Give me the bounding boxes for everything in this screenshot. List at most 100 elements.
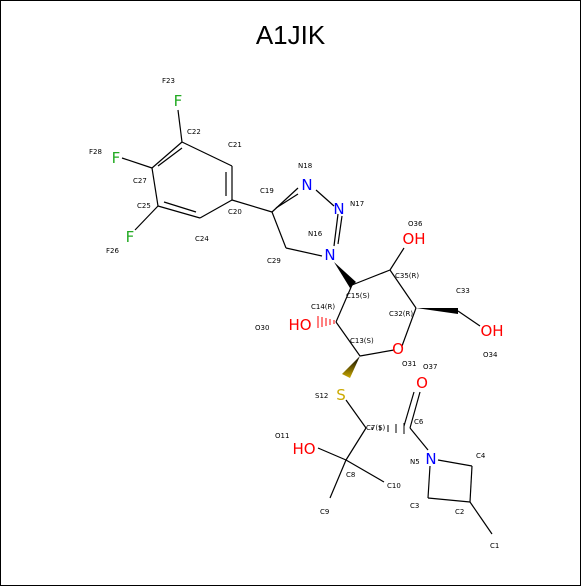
atom-n5-symbol: N bbox=[425, 450, 436, 468]
label-c8: C8 bbox=[346, 471, 355, 479]
label-n17: N17 bbox=[350, 200, 364, 208]
bond-c8-o11 bbox=[317, 447, 347, 461]
bond-c14-c15 bbox=[335, 284, 353, 323]
label-c6: C6 bbox=[414, 418, 424, 426]
bond-c35-c32 bbox=[389, 269, 417, 309]
label-n18: N18 bbox=[298, 162, 312, 170]
label-c10: C10 bbox=[387, 482, 401, 490]
label-o11: O11 bbox=[275, 432, 289, 440]
bond-c4-c2 bbox=[469, 465, 473, 503]
atom-f23-symbol: F bbox=[174, 92, 183, 110]
hash-c14-o30 bbox=[317, 316, 335, 328]
bond-n17-n16 bbox=[333, 213, 339, 247]
label-c9: C9 bbox=[320, 508, 329, 516]
label-c14: C14(R) bbox=[311, 303, 335, 311]
atom-o-carbonyl-symbol: O bbox=[416, 374, 428, 392]
bond-o31-c13 bbox=[359, 349, 395, 357]
atom-n16-symbol: N bbox=[324, 246, 335, 264]
molecule-title: A1JIK bbox=[255, 20, 326, 50]
bond-c29-c20 bbox=[271, 211, 287, 249]
label-c20: C20 bbox=[228, 208, 242, 216]
atom-n18-symbol: N bbox=[301, 176, 312, 194]
label-c32: C32(R) bbox=[389, 310, 413, 318]
pyranose-ring bbox=[335, 269, 417, 357]
label-c15: C15(S) bbox=[346, 292, 370, 300]
bond-c2-c3 bbox=[427, 497, 471, 503]
label-n5: N5 bbox=[410, 458, 420, 466]
label-c3: C3 bbox=[410, 502, 419, 510]
bond-c6-o-inner bbox=[403, 391, 415, 427]
wedge-c13-s12 bbox=[342, 356, 360, 378]
atom-o36-symbol: OH bbox=[402, 230, 425, 248]
label-c27: C27 bbox=[133, 177, 147, 185]
bond-c27-f28 bbox=[121, 157, 153, 169]
label-o34: O34 bbox=[483, 351, 498, 359]
bond-c33-o34 bbox=[457, 310, 481, 327]
label-c7: C7(S) bbox=[366, 424, 386, 432]
bond-c35-o36 bbox=[389, 247, 405, 271]
label-c13: C13(S) bbox=[350, 337, 374, 345]
label-c4: C4 bbox=[476, 452, 486, 460]
bond-c8-c9 bbox=[329, 459, 347, 499]
bond-c20-n18 bbox=[271, 187, 299, 213]
bond-c24-c25-inner bbox=[163, 201, 197, 213]
label-c19: C19 bbox=[260, 187, 274, 195]
bond-s12-c7 bbox=[345, 399, 367, 429]
atom-o11-symbol: HO bbox=[292, 440, 315, 458]
bond-c32-o31 bbox=[401, 307, 417, 347]
label-o37: O37 bbox=[423, 363, 437, 371]
bond-n18-n17 bbox=[315, 189, 335, 207]
bond-c24-c25 bbox=[157, 205, 201, 219]
label-o30: O30 bbox=[255, 324, 269, 332]
bond-c6-n5 bbox=[409, 427, 429, 451]
bond-n5-c4 bbox=[437, 459, 473, 467]
bond-c15-c35 bbox=[351, 269, 391, 286]
azetidine-ring bbox=[427, 459, 473, 503]
label-c33: C33 bbox=[456, 287, 470, 295]
triazole-ring bbox=[271, 187, 343, 257]
label-c29: C29 bbox=[267, 257, 281, 265]
bond-c2-c1 bbox=[469, 501, 493, 535]
benzene-ring bbox=[151, 141, 233, 219]
bond-c22-c21 bbox=[181, 141, 233, 167]
bond-c3-n5 bbox=[427, 465, 431, 499]
bond-c27-c22 bbox=[151, 141, 183, 169]
bond-c20-n18-inner bbox=[275, 193, 299, 209]
label-c24: C24 bbox=[195, 235, 209, 243]
bond-c27-c22-inner bbox=[157, 147, 183, 167]
bond-c13-c14 bbox=[335, 321, 361, 357]
bond-c22-f23 bbox=[177, 109, 183, 143]
bond-c25-c27 bbox=[151, 167, 159, 207]
bond-c19-c24 bbox=[199, 199, 233, 219]
atom-o34-symbol: OH bbox=[480, 322, 503, 340]
wedge-n16-c15 bbox=[334, 262, 356, 288]
wedge-c32-c33 bbox=[416, 308, 458, 314]
label-c21: C21 bbox=[228, 141, 242, 149]
atom-f28-symbol: F bbox=[112, 149, 121, 167]
label-o36: O36 bbox=[408, 220, 423, 228]
label-c2: C2 bbox=[455, 508, 464, 516]
atom-o30-symbol: HO bbox=[288, 316, 311, 334]
bond-c19-c20 bbox=[231, 199, 273, 213]
label-f23: F23 bbox=[162, 77, 175, 85]
label-f26: F26 bbox=[106, 247, 119, 255]
bond-n16-c29 bbox=[285, 247, 323, 257]
atom-o31-symbol: O bbox=[392, 340, 404, 358]
bond-c6-o bbox=[409, 391, 421, 429]
bond-c25-f26 bbox=[134, 205, 159, 231]
label-c22: C22 bbox=[187, 128, 201, 136]
atom-s12-symbol: S bbox=[336, 386, 346, 404]
label-o31: O31 bbox=[402, 360, 416, 368]
bond-c7-c8 bbox=[345, 427, 367, 461]
label-n16: N16 bbox=[308, 230, 323, 238]
label-c1: C1 bbox=[490, 542, 499, 550]
atom-f26-symbol: F bbox=[126, 228, 135, 246]
bond-n17-n16-inner bbox=[337, 215, 343, 245]
label-s12: S12 bbox=[315, 392, 328, 400]
label-c25: C25 bbox=[137, 202, 151, 210]
label-c35: C35(R) bbox=[395, 272, 419, 280]
bond-c8-c10 bbox=[345, 459, 385, 483]
label-f28: F28 bbox=[89, 148, 102, 156]
